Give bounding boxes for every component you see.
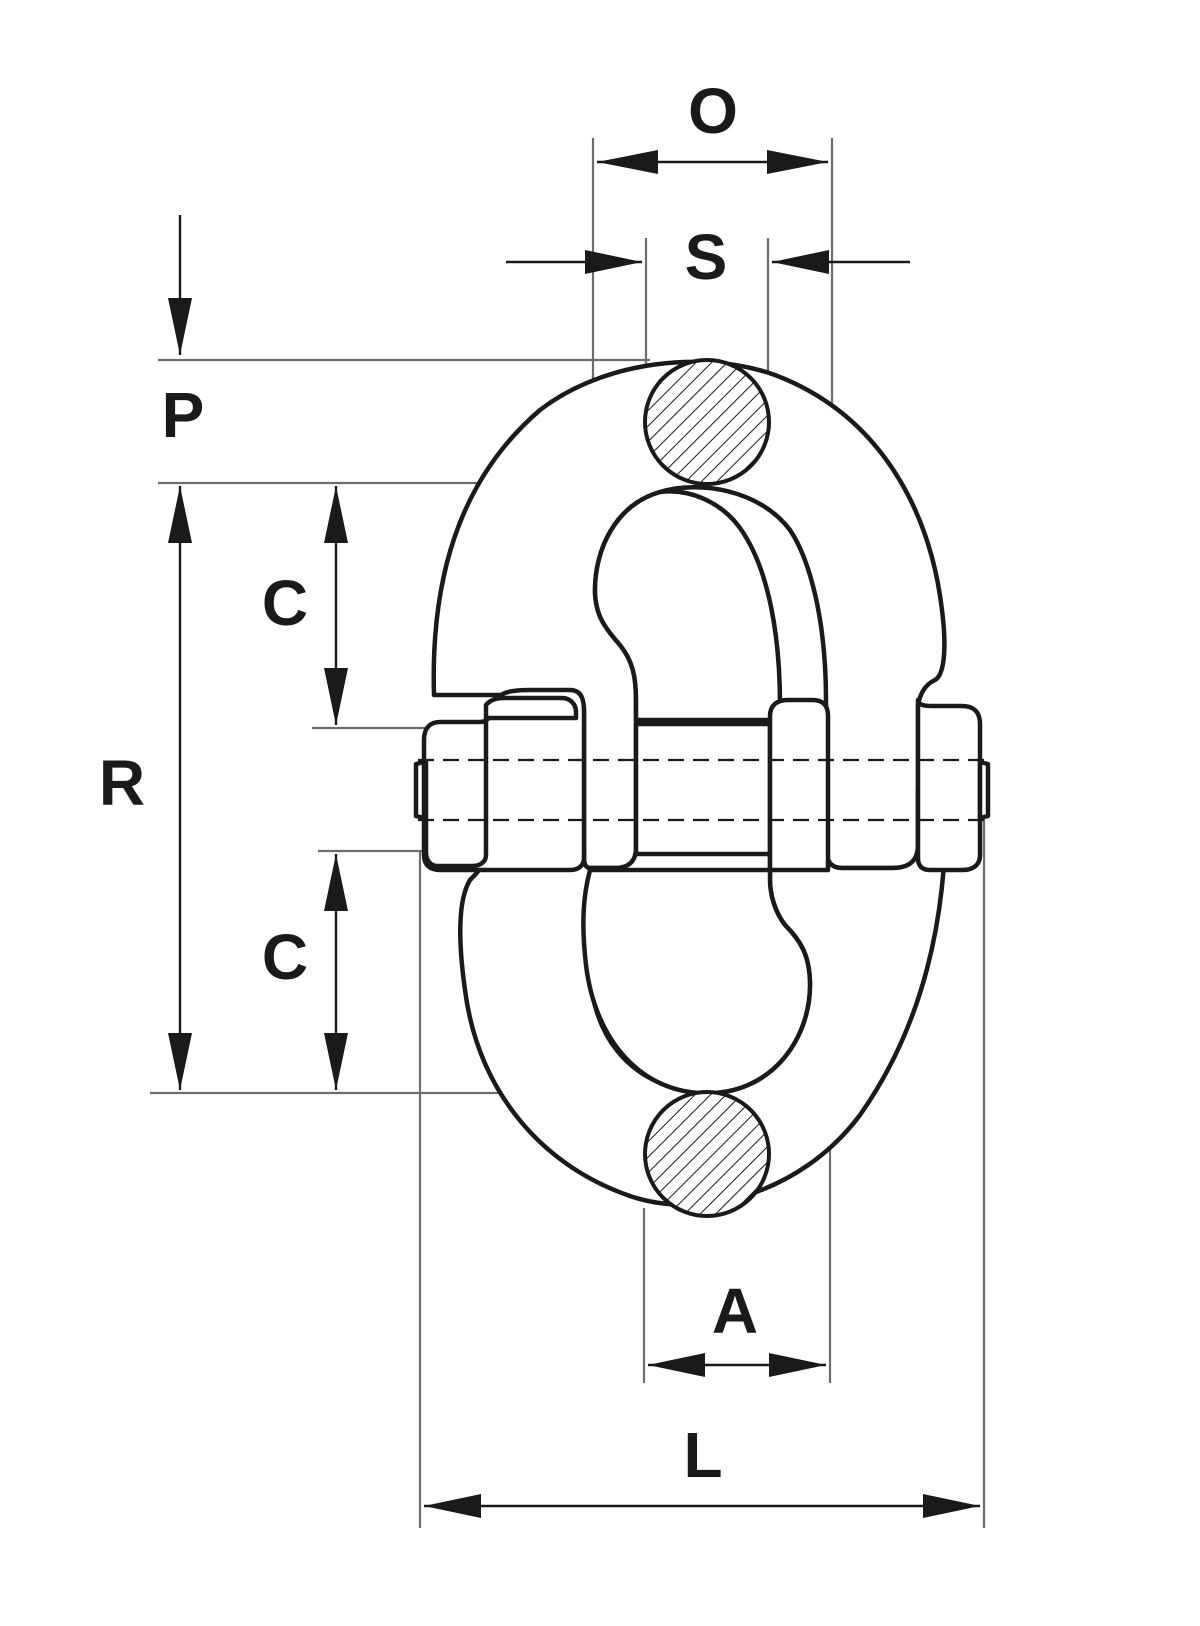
pin-end-cap-right [977, 759, 991, 821]
label-O: O [688, 75, 738, 147]
label-R: R [99, 747, 145, 819]
label-A: A [712, 1275, 758, 1347]
middle-right-lug [767, 697, 831, 873]
dimension-S [506, 250, 910, 274]
lower-cross-section [643, 1090, 771, 1218]
pin-end-cap-left [413, 759, 427, 821]
connecting-link-body [413, 359, 991, 1207]
label-P: P [162, 379, 205, 451]
lower-left-leg [423, 722, 489, 869]
upper-cross-section [643, 358, 771, 486]
label-C-upper: C [262, 567, 308, 639]
label-C-lower: C [262, 921, 308, 993]
label-L: L [683, 1419, 722, 1491]
dimension-C-upper [324, 486, 348, 725]
dimension-R [168, 486, 192, 1090]
label-S: S [685, 221, 728, 293]
dimension-P [168, 215, 192, 355]
dimension-O [597, 150, 828, 174]
upper-left-lug-slot [483, 695, 579, 721]
dimension-C-lower [324, 854, 348, 1090]
lower-eye-opening [581, 867, 813, 1096]
dimension-L [424, 1494, 980, 1518]
upper-left-lug [421, 687, 587, 873]
dimension-A [648, 1353, 826, 1377]
upper-eye-opening [592, 489, 783, 723]
right-lug [915, 697, 983, 873]
pin-body [633, 721, 773, 857]
